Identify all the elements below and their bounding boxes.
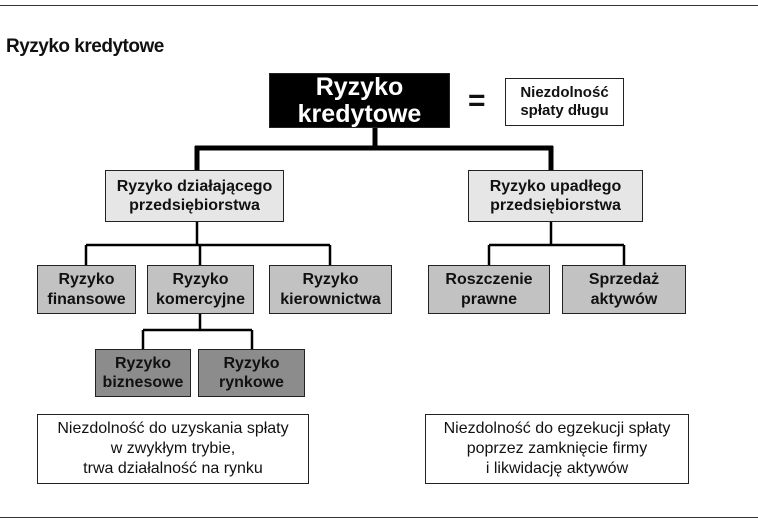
note-operating-text: Niezdolność do uzyskania spłaty w zwykły… <box>57 420 289 477</box>
market-label: Ryzyko rynkowe <box>219 354 284 391</box>
commercial-label: Ryzyko komercyjne <box>156 271 245 308</box>
node-management-risk: Ryzyko kierownictwa <box>269 265 392 314</box>
legal-claim-label: Roszczenie prawne <box>445 271 533 308</box>
node-legal-claim: Roszczenie prawne <box>428 265 550 314</box>
financial-label: Ryzyko finansowe <box>47 271 126 308</box>
operating-label: Ryzyko działającego przedsiębiorstwa <box>116 177 273 214</box>
management-label: Ryzyko kierownictwa <box>280 271 381 308</box>
asset-sale-label: Sprzedaż aktywów <box>588 271 660 308</box>
top-rule <box>0 5 758 6</box>
root-node-credit-risk: Ryzyko kredytowe <box>269 73 450 128</box>
child-connectors <box>84 222 626 349</box>
bottom-rule <box>0 517 758 518</box>
bankrupt-label: Ryzyko upadłego przedsiębiorstwa <box>489 177 622 214</box>
root-label: Ryzyko kredytowe <box>297 73 422 128</box>
business-label: Ryzyko biznesowe <box>102 354 184 391</box>
node-business-risk: Ryzyko biznesowe <box>95 349 191 397</box>
node-commercial-risk: Ryzyko komercyjne <box>147 265 254 314</box>
equals-sign: = <box>468 84 486 117</box>
definition-box: Niezdolność spłaty długu <box>505 78 624 126</box>
note-bankrupt-text: Niezdolność do egzekucji spłaty poprzez … <box>443 420 671 477</box>
node-bankrupt-enterprise-risk: Ryzyko upadłego przedsiębiorstwa <box>468 170 643 222</box>
node-market-risk: Ryzyko rynkowe <box>198 349 305 397</box>
root-connectors <box>194 128 554 170</box>
node-asset-sale: Sprzedaż aktywów <box>562 265 686 314</box>
note-bankrupt: Niezdolność do egzekucji spłaty poprzez … <box>425 414 689 484</box>
page-title: Ryzyko kredytowe <box>6 36 164 57</box>
note-operating: Niezdolność do uzyskania spłaty w zwykły… <box>37 414 309 484</box>
definition-label: Niezdolność spłaty długu <box>520 84 609 119</box>
node-financial-risk: Ryzyko finansowe <box>37 265 136 314</box>
node-operating-enterprise-risk: Ryzyko działającego przedsiębiorstwa <box>105 170 284 222</box>
